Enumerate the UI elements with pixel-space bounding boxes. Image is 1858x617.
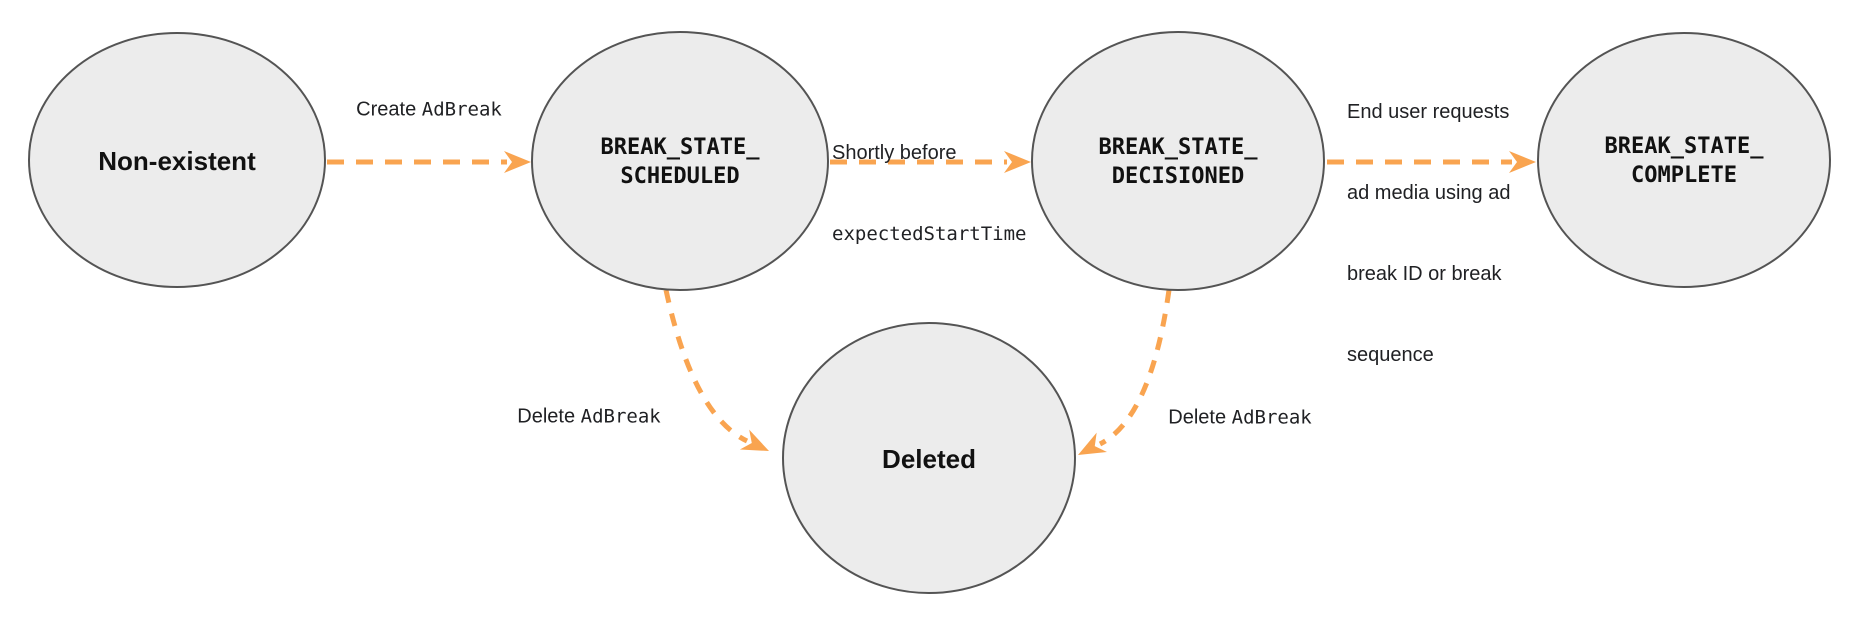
end-user-request-edge-label-line3: break ID or break	[1347, 263, 1502, 285]
break-state-complete-label-line2: COMPLETE	[1631, 163, 1737, 188]
node-break-state-decisioned	[1031, 31, 1325, 291]
node-break-state-scheduled	[531, 31, 829, 291]
shortly-before-edge-label-line1: Shortly before	[832, 142, 957, 164]
delete-adbreak-right-edge-label-plain: Delete	[1168, 406, 1232, 429]
node-break-state-complete	[1537, 32, 1831, 288]
end-user-request-edge-label-line4: sequence	[1347, 344, 1434, 366]
delete-adbreak-left-edge-label-plain: Delete	[517, 405, 581, 428]
delete-adbreak-left-edge-label: Delete AdBreak	[517, 404, 660, 431]
arrowhead-delete-adbreak-right-icon	[1078, 432, 1108, 455]
delete-adbreak-right-edge-label-code: AdBreak	[1231, 406, 1312, 429]
node-non-existent	[28, 32, 326, 288]
break-state-complete-label: BREAK_STATE_ COMPLETE	[1605, 132, 1764, 190]
end-user-request-edge-label: End user requests ad media using ad brea…	[1347, 45, 1510, 423]
arrowhead-create-adbreak-icon	[504, 151, 531, 173]
shortly-before-edge-label-line2: expectedStartTime	[832, 223, 1027, 245]
break-state-decisioned-label-line2: DECISIONED	[1111, 164, 1245, 189]
end-user-request-edge-label-line2: ad media using ad	[1347, 182, 1511, 204]
delete-adbreak-right-edge-label: Delete AdBreak	[1168, 405, 1311, 432]
create-adbreak-edge-label: Create AdBreak	[356, 97, 502, 124]
arrowhead-end-user-request-icon	[1509, 151, 1536, 173]
break-state-scheduled-label-line2: SCHEDULED	[620, 164, 740, 189]
non-existent-label: Non-existent	[98, 146, 256, 176]
break-state-complete-label-line1: BREAK_STATE_	[1604, 134, 1764, 159]
break-state-scheduled-label: BREAK_STATE_ SCHEDULED	[601, 133, 760, 191]
break-state-decisioned-label: BREAK_STATE_ DECISIONED	[1099, 133, 1258, 191]
edge-delete-adbreak-right	[1098, 289, 1172, 447]
shortly-before-edge-label: Shortly before expectedStartTime	[832, 86, 1026, 302]
break-state-decisioned-label-line1: BREAK_STATE_	[1098, 135, 1258, 160]
break-state-scheduled-label-line1: BREAK_STATE_	[600, 135, 760, 160]
arrowhead-shortly-before-icon	[1004, 151, 1031, 173]
arrowhead-delete-adbreak-left-icon	[739, 429, 769, 451]
end-user-request-edge-label-line1: End user requests	[1347, 101, 1510, 123]
delete-adbreak-left-edge-label-code: AdBreak	[580, 405, 661, 428]
create-adbreak-edge-label-plain: Create	[356, 98, 422, 121]
deleted-label: Deleted	[882, 444, 976, 474]
edge-delete-adbreak-left	[663, 289, 749, 444]
create-adbreak-edge-label-code: AdBreak	[421, 98, 502, 121]
node-deleted	[782, 322, 1076, 594]
